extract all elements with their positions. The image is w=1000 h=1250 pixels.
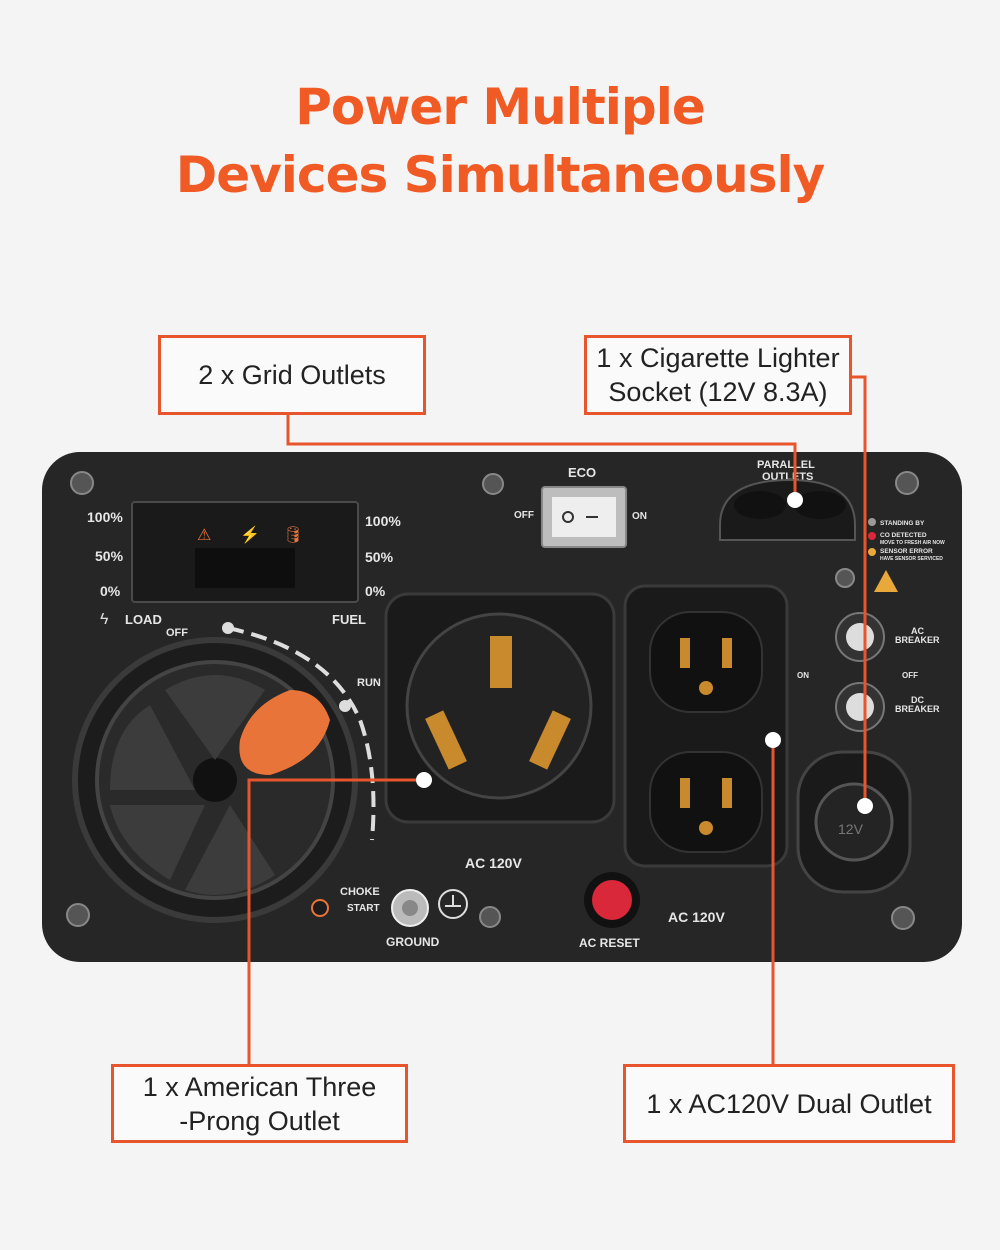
run-label: RUN	[357, 677, 381, 689]
bolt-icon: ϟ	[100, 611, 109, 628]
callout-grid-outlets: 2 x Grid Outlets	[158, 335, 426, 415]
load-100-label: 100%	[87, 509, 123, 525]
fuel-label: FUEL	[332, 612, 366, 627]
run-indicator-dot	[339, 700, 351, 712]
callout-three-prong: 1 x American Three -Prong Outlet	[111, 1064, 408, 1143]
ground-label: GROUND	[386, 935, 440, 949]
parallel-label-1: PARALLEL	[757, 459, 815, 471]
co-sub-label: MOVE TO FRESH AIR NOW	[880, 540, 945, 546]
eco-switch[interactable]	[541, 486, 627, 548]
load-label: LOAD	[125, 612, 162, 627]
ac-breaker[interactable]	[835, 612, 885, 662]
fuel-0-label: 0%	[365, 583, 386, 599]
co-detected-light	[868, 532, 876, 540]
choke-indicator	[311, 899, 329, 917]
callout-anchor-dots	[416, 492, 873, 814]
ground-icon	[438, 889, 468, 919]
eco-on-label: ON	[632, 511, 647, 522]
dc-breaker-label-2: BREAKER	[895, 704, 940, 714]
recoil-handle[interactable]	[239, 690, 330, 775]
screw-icons	[66, 471, 919, 930]
off-indicator-dot	[222, 622, 234, 634]
standing-by-label: STANDING BY	[880, 520, 925, 527]
eco-label: ECO	[568, 465, 596, 480]
callout-leader-lines	[247, 375, 867, 1065]
dual-outlet[interactable]	[623, 584, 789, 868]
three-prong-outlet[interactable]	[384, 592, 616, 824]
breaker-off-label: OFF	[902, 671, 918, 680]
off-label: OFF	[166, 627, 188, 639]
ac-reset-button[interactable]	[592, 880, 632, 920]
parallel-outlets[interactable]	[719, 478, 856, 541]
display-screen	[195, 548, 295, 588]
sensor-sub-label: HAVE SENSOR SERVICED	[880, 556, 943, 562]
ac-breaker-label-2: BREAKER	[895, 635, 940, 645]
ac120-right-label: AC 120V	[668, 909, 725, 925]
dc-breaker-label-1: DC	[911, 695, 924, 705]
load-0-label: 0%	[100, 583, 121, 599]
load-50-label: 50%	[95, 548, 124, 564]
sensor-error-light	[868, 548, 876, 556]
breaker-on-label: ON	[797, 671, 809, 680]
callout-cigarette-lighter: 1 x Cigarette Lighter Socket (12V 8.3A)	[584, 335, 852, 415]
fuel-50-label: 50%	[365, 549, 394, 565]
co-detected-label: CO DETECTED	[880, 532, 927, 539]
co-warning-icon	[874, 570, 898, 592]
dc-breaker[interactable]	[835, 682, 885, 732]
dial-arc	[227, 626, 376, 841]
oil-icon: 🛢	[283, 526, 303, 544]
ac-reset-label: AC RESET	[579, 936, 640, 950]
callout-dual-outlet: 1 x AC120V Dual Outlet	[623, 1064, 955, 1143]
warning-icon: ⚠	[197, 527, 211, 544]
eco-off-label: OFF	[514, 510, 534, 521]
cigarette-lighter-socket[interactable]	[796, 750, 912, 894]
ac120-left-label: AC 120V	[465, 855, 522, 871]
choke-label: CHOKE	[340, 886, 380, 898]
fuel-100-label: 100%	[365, 513, 401, 529]
start-label: START	[347, 903, 380, 914]
socket-12v-label: 12V	[838, 821, 864, 837]
ac-breaker-label-1: AC	[911, 626, 924, 636]
overload-icon: ⚡	[240, 525, 260, 544]
heading-line-1: Power Multiple	[295, 78, 706, 136]
heading-line-2: Devices Simultaneously	[175, 146, 825, 204]
standing-by-light	[868, 518, 876, 526]
sensor-error-label: SENSOR ERROR	[880, 548, 933, 555]
